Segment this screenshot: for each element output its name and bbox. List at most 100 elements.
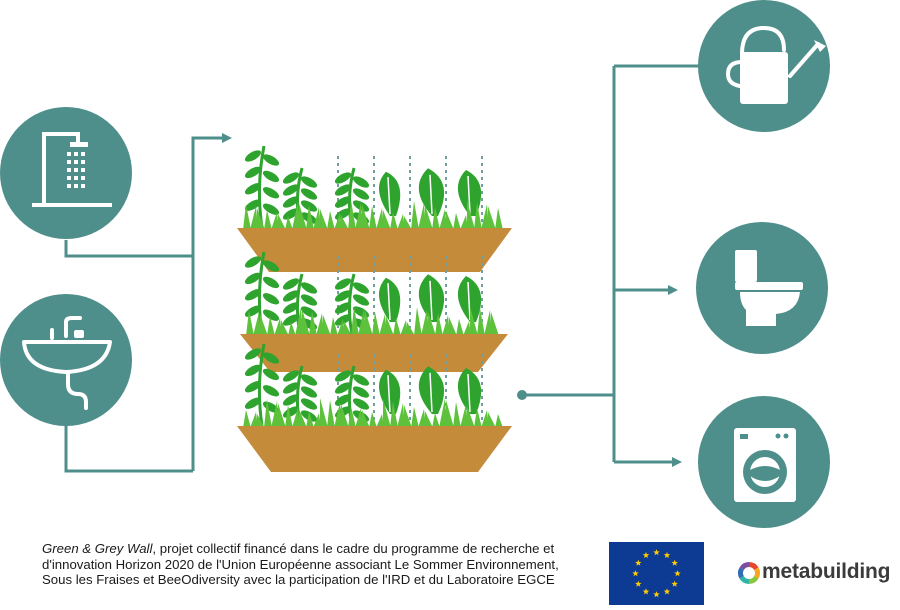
grass-band [243, 200, 503, 230]
leaf [244, 256, 262, 268]
leaf [300, 398, 318, 410]
leaf [262, 154, 280, 166]
leaf [244, 364, 262, 377]
leaf [282, 302, 300, 314]
eu-star [663, 551, 671, 559]
washing-machine-icon [698, 396, 830, 528]
leaf [262, 260, 280, 272]
input-connectors [64, 133, 232, 473]
leaf [300, 386, 318, 398]
watering-can-icon [698, 0, 830, 132]
leaf [262, 352, 280, 364]
leaf [352, 294, 370, 306]
planter-box [240, 334, 508, 372]
planter-box [237, 426, 512, 472]
leaf [244, 272, 262, 285]
leaf [244, 199, 262, 211]
leaf [262, 368, 280, 381]
leaf-vein [467, 175, 471, 215]
leaf [352, 386, 370, 398]
leaf [352, 398, 370, 410]
leaf [300, 176, 318, 188]
project-title: Green & Grey Wall [42, 541, 153, 556]
planter-tier [240, 251, 508, 372]
leaf-vein [429, 280, 433, 321]
eu-star [671, 559, 678, 566]
leaf [334, 394, 352, 406]
leaf [282, 196, 300, 208]
eu-star [653, 549, 660, 556]
eu-star [671, 580, 678, 587]
eu-star [642, 588, 650, 595]
eu-star [674, 570, 681, 577]
leaf [300, 374, 318, 386]
leaf [244, 150, 262, 162]
leaf [244, 397, 262, 409]
leaf [282, 208, 300, 220]
leaf [334, 184, 352, 196]
leaf [300, 188, 318, 200]
leaf [334, 196, 352, 208]
leaf [244, 166, 262, 179]
leaf [282, 290, 300, 302]
main-inflow-arrow [191, 133, 232, 471]
leaf [244, 381, 262, 393]
leaf-vein [387, 375, 391, 413]
green-wall [237, 145, 512, 472]
leaf [334, 172, 352, 184]
metabuilding-logo-text: metabuilding [762, 560, 891, 583]
leaf [352, 282, 370, 294]
leaf-vein [467, 373, 471, 413]
leaf [262, 187, 280, 199]
leaf [282, 278, 300, 290]
caption-text: , projet collectif financé dans le cadre… [42, 541, 559, 588]
leaf [352, 188, 370, 200]
shower-connector [64, 240, 193, 258]
eu-flag-icon [609, 542, 704, 605]
leaf [282, 394, 300, 406]
sink-connector [64, 425, 193, 473]
grass-band [246, 306, 499, 336]
leaf [334, 290, 352, 302]
leaf [282, 314, 300, 326]
eu-star [632, 570, 639, 577]
leaf-vein [387, 283, 391, 321]
planter-tier [237, 343, 512, 472]
leaf [300, 282, 318, 294]
leaf [262, 276, 280, 289]
leaf [300, 294, 318, 306]
eu-star [653, 591, 660, 598]
leaf [334, 370, 352, 382]
leaf [334, 302, 352, 314]
planter-tier [237, 145, 512, 272]
leaf [262, 203, 280, 215]
shower-icon [0, 107, 132, 239]
planter-box [237, 228, 512, 272]
leaf [262, 293, 280, 305]
leaf-vein [429, 174, 433, 215]
leaf [262, 170, 280, 183]
leaf [334, 382, 352, 394]
leaf-vein [387, 177, 391, 215]
leaf [262, 385, 280, 397]
eu-star [635, 580, 642, 587]
leaf [334, 278, 352, 290]
leaf [352, 176, 370, 188]
leaf [282, 184, 300, 196]
leaf-vein [429, 372, 433, 413]
leaf [244, 183, 262, 195]
eu-star [642, 551, 650, 559]
grass-band [243, 398, 503, 428]
sink-icon [0, 294, 132, 426]
toilet-icon [696, 222, 828, 354]
eu-star [663, 588, 671, 595]
leaf [282, 172, 300, 184]
leaf [300, 306, 318, 318]
leaf [262, 309, 280, 321]
eu-star [635, 559, 642, 566]
leaf [244, 289, 262, 301]
metabuilding-logo-mark [738, 562, 760, 584]
leaf-vein [467, 281, 471, 321]
leaf [352, 374, 370, 386]
